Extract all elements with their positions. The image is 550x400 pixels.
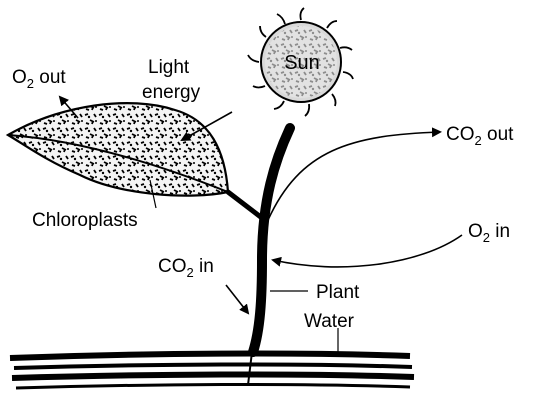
co2-out-arrow (268, 132, 440, 220)
sun-label: Sun (284, 52, 320, 74)
soil-icon (10, 354, 414, 388)
plant-stem-icon (248, 128, 290, 385)
sun-icon: Sun (248, 8, 353, 116)
light-energy-label-line2: energy (142, 82, 201, 103)
o2-out-label: O2 out (12, 67, 66, 91)
light-energy-label-line1: Light (148, 57, 190, 78)
leaf-icon (8, 103, 262, 218)
chloroplasts-label: Chloroplasts (32, 210, 138, 231)
plant-label: Plant (316, 282, 360, 303)
co2-in-arrow (226, 285, 248, 313)
co2-out-label: CO2 out (446, 124, 514, 148)
co2-in-label: CO2 in (158, 256, 214, 280)
o2-in-arrow (273, 235, 462, 267)
water-label: Water (304, 311, 355, 332)
o2-in-label: O2 in (468, 221, 510, 245)
